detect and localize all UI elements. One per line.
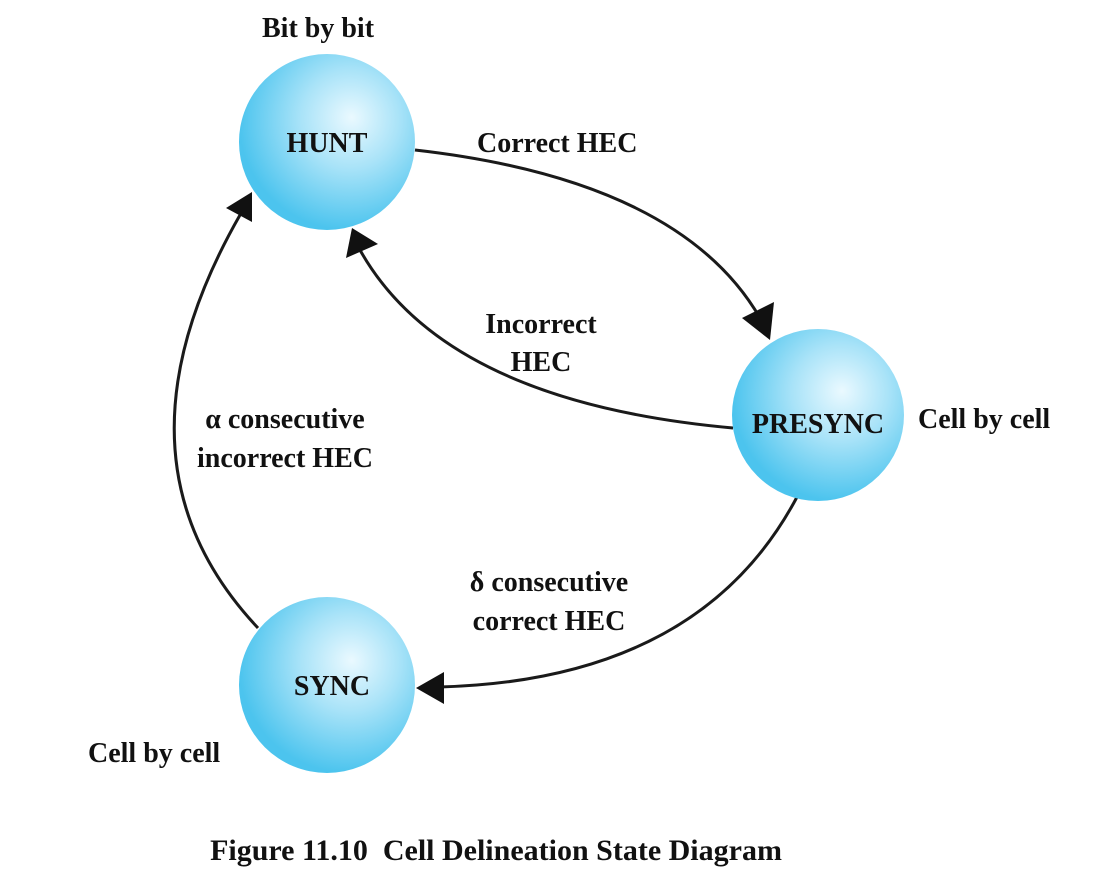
state-presync: PRESYNC (732, 329, 904, 501)
figure-caption: Figure 11.10 Cell Delineation State Diag… (210, 834, 782, 867)
state-hunt: HUNT (239, 54, 415, 230)
arrowhead-sync-to-hunt (226, 192, 252, 222)
state-hunt-circle (239, 54, 415, 230)
note-sync: Cell by cell (88, 738, 220, 769)
arrowhead-presync-to-sync (416, 672, 444, 704)
arrowhead-presync-to-hunt (346, 228, 378, 258)
label-presync-to-sync-line1: δ consecutive (470, 567, 628, 598)
note-presync: Cell by cell (918, 404, 1050, 435)
label-sync-to-hunt-line2: incorrect HEC (197, 443, 373, 474)
note-hunt: Bit by bit (262, 13, 375, 44)
edge-sync-to-hunt (172, 214, 260, 630)
state-presync-circle (732, 329, 904, 501)
edge-presync-to-sync (439, 496, 799, 689)
state-sync-label: SYNC (294, 671, 370, 702)
label-presync-to-hunt-line1: Incorrect (485, 309, 597, 340)
state-sync: SYNC (239, 597, 415, 773)
edge-presync-to-hunt (358, 249, 734, 430)
arrowhead-hunt-to-presync (742, 302, 774, 340)
label-sync-to-hunt-line1: α consecutive (205, 404, 364, 435)
edge-hunt-to-presync (414, 148, 762, 319)
label-hunt-to-presync: Correct HEC (477, 128, 637, 159)
state-presync-label: PRESYNC (752, 409, 884, 440)
label-presync-to-sync-line2: correct HEC (473, 606, 626, 637)
label-presync-to-hunt-line2: HEC (511, 347, 572, 378)
state-sync-circle (239, 597, 415, 773)
state-hunt-label: HUNT (287, 128, 368, 159)
